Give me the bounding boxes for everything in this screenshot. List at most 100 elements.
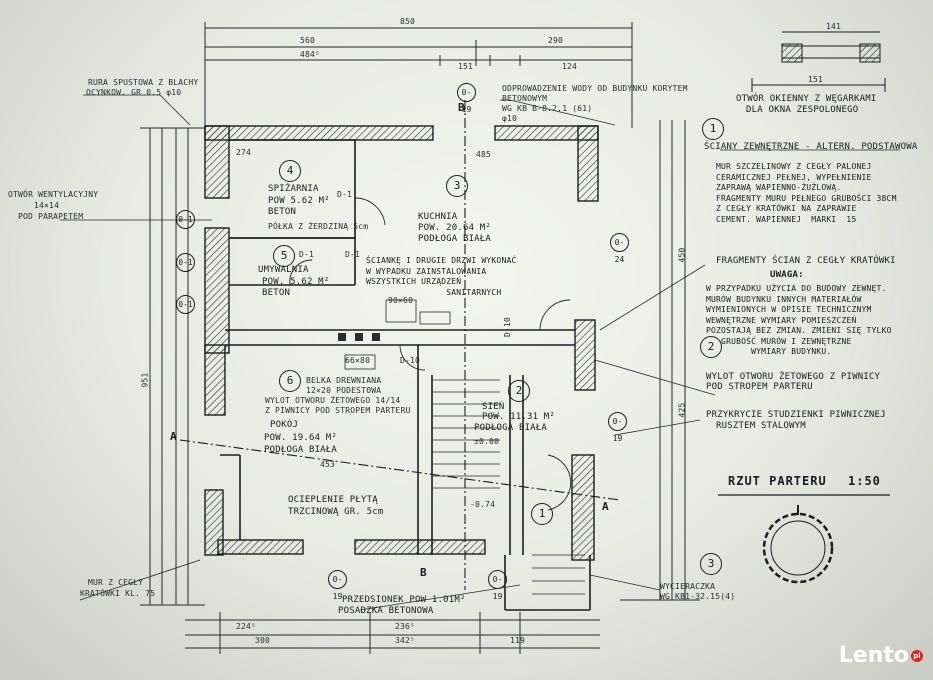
door-label-d1: D-1 <box>337 190 353 199</box>
room-pantry-floor: BETON <box>268 207 297 217</box>
exterior-walls <box>204 125 599 561</box>
legend-walls-title: ŚCIANY ZEWNĘTRZNE - ALTERN. PODSTAWOWA <box>704 142 918 152</box>
legend-number-1: 1 <box>702 118 724 140</box>
insulation-note-1: OCIEPLENIE PŁYTĄ <box>288 495 378 505</box>
dim-450: 450 <box>677 247 687 263</box>
room-hall-floor: PODŁOGA BIAŁA <box>474 423 548 433</box>
room-kitchen-floor: PODŁOGA BIAŁA <box>418 234 492 244</box>
dim-485: 485 <box>476 150 492 159</box>
brick-note-1: MUR Z CEGŁY <box>88 578 144 587</box>
plan-title: RZUT PARTERU <box>728 474 827 488</box>
vent-note-1: OTWÓR WENTYLACYJNY <box>8 190 99 199</box>
window-title-2: DLA OKNA ZESPOLONEGO <box>746 105 859 115</box>
room-number-6: 6 <box>279 370 301 392</box>
room-hall-name: SIEŃ <box>482 402 505 412</box>
door-label-d10b: D-10 <box>400 356 421 365</box>
kitchen-fixtures <box>338 333 380 341</box>
room-living-area: POW. 19.64 M² <box>264 433 338 443</box>
room-vestibule-floor: POSADZKA BETONOWA <box>338 606 434 616</box>
room-number-1: 1 <box>531 503 553 525</box>
legend-number-2: 2 <box>700 336 722 358</box>
window-title-1: OTWÓR OKIENNY Z WĘGARKAMI <box>736 94 877 104</box>
dim-224: 224⁵ <box>236 622 257 631</box>
legend-fragment-title: FRAGMENTY ŚCIAN Z CEGŁY KRATÓWKI <box>716 256 896 266</box>
dim-124: 124 <box>562 62 578 71</box>
outlet-note-1: WYLOT OTWORU ŻETOWEGO 14/14 <box>265 396 401 405</box>
dim-90x60: 90×60 <box>388 296 414 305</box>
window-dim-151: 151 <box>808 75 824 84</box>
room-living-floor: PODŁOGA BIAŁA <box>264 445 338 455</box>
drain-note-3: WG KB B-8.2.1 (61) <box>502 104 593 113</box>
north-arrow <box>762 505 834 584</box>
leader-lines <box>60 94 900 611</box>
lintel-marker-right: 0-24 <box>610 233 629 264</box>
room-kitchen-area: POW. 20.64 M² <box>418 223 492 233</box>
room-living-name: POKÓJ <box>270 420 299 430</box>
dim-425: 425 <box>677 402 687 418</box>
dim-290: 290 <box>548 36 564 45</box>
outlet-note-2: Z PIWNICY POD STROPEM PARTERU <box>265 406 411 415</box>
beam-note-1: BELKA DREWNIANA <box>306 376 382 385</box>
lintel-marker-1: 0-1 <box>176 210 195 229</box>
interior-walls <box>220 139 591 611</box>
downpipe-note-2: OCYNKOW. GR 0.5 φ10 <box>86 88 182 97</box>
room-washroom-area: POW. 5.62 M² <box>262 277 330 287</box>
section-b-top: B <box>458 101 465 114</box>
room-number-2: 2 <box>508 380 530 402</box>
dim-300: 300 <box>255 636 271 645</box>
dim-560: 560 <box>300 36 316 45</box>
lintel-marker-3: 0-1 <box>176 295 195 314</box>
insulation-note-2: TRZCINOWĄ GR. 5cm <box>288 507 384 517</box>
dim-236: 236⁵ <box>395 622 416 631</box>
window-dim-141: 141 <box>826 22 842 31</box>
drain-note-2: BETONOWYM <box>502 94 548 103</box>
vent-note-3: POD PARAPETEM <box>18 212 84 221</box>
room-pantry-name: SPIŻARNIA <box>268 184 319 194</box>
door-swings <box>289 197 572 511</box>
dim-66x80: 66×80 <box>345 356 371 365</box>
drain-note-1: ODPROWADZENIE WODY OD BUDYNKU KORYTEM <box>502 84 688 93</box>
legend-walls-desc: MUR SZCZELINOWY Z CEGŁY PALONEJ CERAMICZ… <box>716 162 897 224</box>
door-label-d10: D-10 <box>503 316 513 338</box>
dim-151: 151 <box>458 62 474 71</box>
legend-number-3: 3 <box>700 553 722 575</box>
dim-453: 453 <box>320 460 336 469</box>
vent-note-2: 14×14 <box>34 201 60 210</box>
room-number-4: 4 <box>279 160 301 182</box>
legend-attention-desc: W PRZYPADKU UŻYCIA DO BUDOWY ZEWNĘT. MUR… <box>706 284 892 356</box>
lintel-marker-top: 0-19 <box>457 83 476 114</box>
level-0: ±0.00 <box>474 437 500 446</box>
level-minus074: -0.74 <box>470 500 496 509</box>
room-kitchen-name: KUCHNIA <box>418 212 458 222</box>
mat-note-1: WYCIERACZKA <box>660 582 716 591</box>
legend-cover-2: RUSZTEM STALOWYM <box>716 421 806 431</box>
lintel-marker-right2: 0-19 <box>608 412 627 443</box>
window-detail <box>751 31 886 92</box>
section-a-right: A <box>602 500 609 513</box>
lintel-marker-bottom2: 0-19 <box>488 570 507 601</box>
lintel-marker-bottom: 0-19 <box>328 570 347 601</box>
legend-attention: UWAGA: <box>770 270 804 280</box>
dim-951: 951 <box>140 372 150 388</box>
room-hall-area: POW. 11.31 M² <box>482 412 556 422</box>
mat-note-2: WG KB1-32.15(4) <box>660 592 736 601</box>
legend-cover-1: PRZYKRYCIE STUDZIENKI PIWNICZNEJ <box>706 410 886 420</box>
legend-outlet-1: WYLOT OTWORU ŻETOWEGO Z PIWNICY <box>706 372 881 382</box>
room-pantry-area: POW 5.62 M² <box>268 196 330 206</box>
door-label-d1c: D-1 <box>345 250 361 259</box>
room-washroom-name: UMYWALNIA <box>258 265 309 275</box>
room-number-5: 5 <box>273 245 295 267</box>
drain-note-4: φ10 <box>502 114 518 123</box>
lintel-marker-2: 0-1 <box>176 253 195 272</box>
kitchen-wall-note: ŚCIANKĘ I DRUGIE DRZWI WYKONAĆ W WYPADKU… <box>366 256 517 297</box>
dim-342: 342⁵ <box>395 636 416 645</box>
room-number-3: 3 <box>446 175 468 197</box>
beam-note-2: 12×20 PODESTOWA <box>306 386 382 395</box>
plan-scale: 1:50 <box>848 474 881 488</box>
brick-note-2: KRATÓWKI KL. 75 <box>80 589 156 598</box>
legend-outlet-2: POD STROPEM PARTERU <box>706 382 813 392</box>
pantry-shelf-note: PÓŁKA Z ŻERDZINĄ 5cm <box>268 222 369 231</box>
section-a-left: A <box>170 430 177 443</box>
